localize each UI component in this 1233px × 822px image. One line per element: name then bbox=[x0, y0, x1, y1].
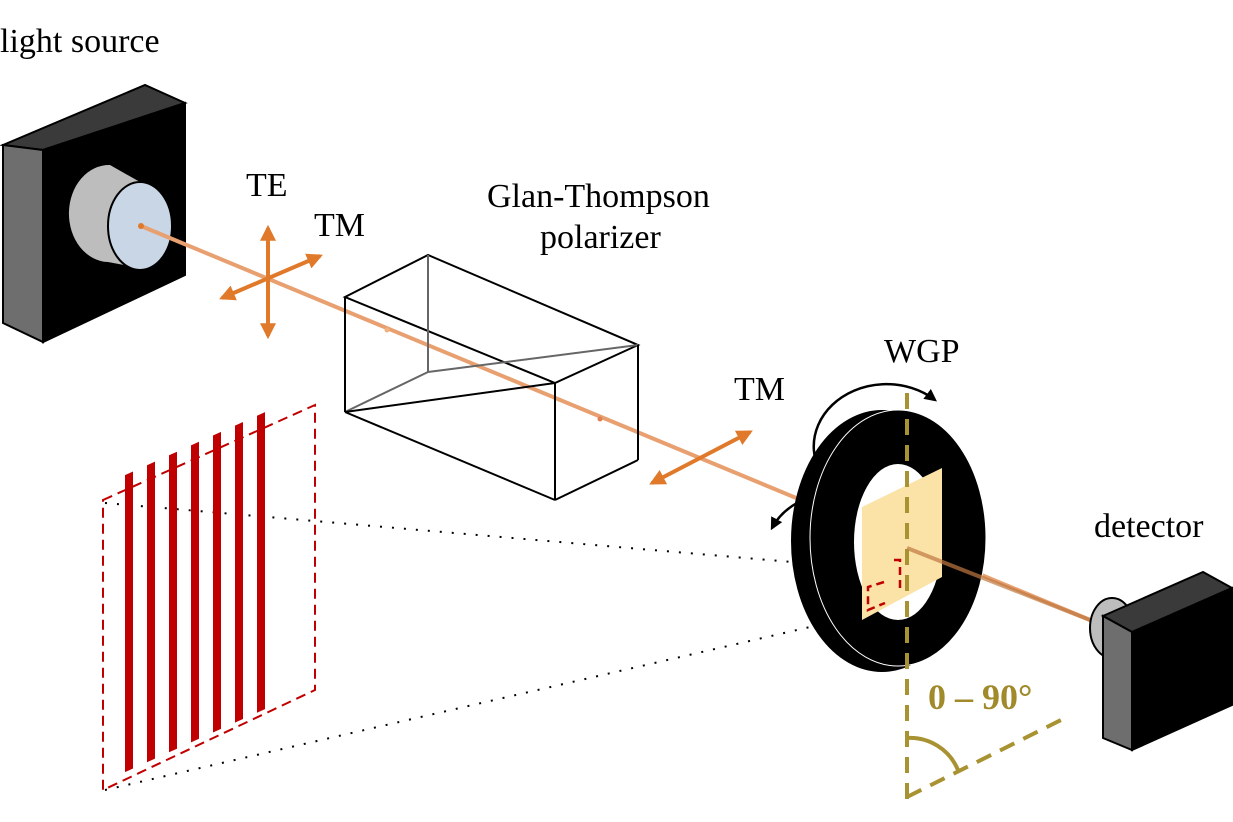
grating-wire bbox=[213, 431, 221, 733]
grating-wire bbox=[191, 441, 199, 743]
light-source-label: light source bbox=[0, 23, 160, 60]
polarizer-label-line1: Glan-Thompson bbox=[487, 178, 710, 215]
wgp-label: WGP bbox=[884, 333, 960, 370]
te-label: TE bbox=[246, 167, 288, 204]
grating-wire bbox=[169, 451, 177, 753]
tm-label-2: TM bbox=[734, 371, 785, 408]
detector-label: detector bbox=[1094, 508, 1204, 545]
grating-wire bbox=[125, 471, 133, 773]
rotation-axis bbox=[905, 393, 1066, 800]
detector bbox=[1089, 570, 1233, 752]
glan-thompson-polarizer bbox=[342, 253, 641, 501]
polarization-arrows bbox=[219, 224, 753, 485]
grating-wire bbox=[257, 412, 265, 713]
wire-grid-polarizer bbox=[770, 382, 1096, 672]
grating-wire bbox=[235, 422, 243, 723]
grating-zoom bbox=[102, 403, 863, 792]
angle-range-label: 0 – 90° bbox=[928, 677, 1032, 717]
grating-wire bbox=[147, 461, 155, 763]
light-source bbox=[0, 83, 188, 344]
polarizer-label-line2: polarizer bbox=[540, 219, 661, 256]
tm-label-1: TM bbox=[314, 207, 365, 244]
